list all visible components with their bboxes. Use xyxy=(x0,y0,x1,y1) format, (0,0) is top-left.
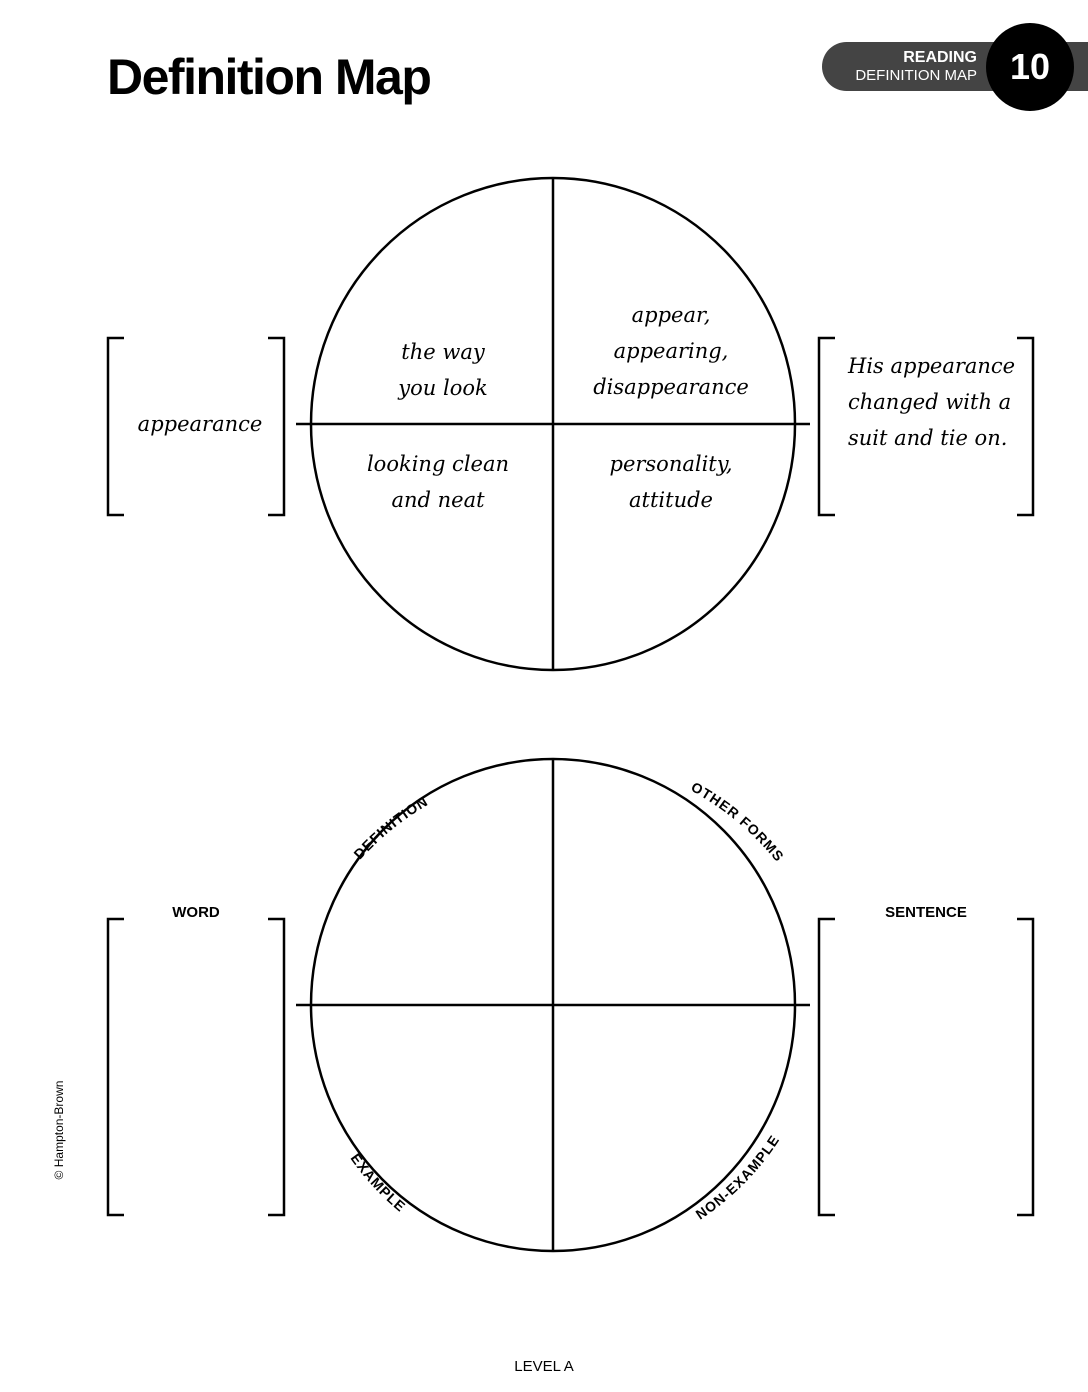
example-word: appearance xyxy=(137,412,263,436)
example-sentence: His appearance changed with a suit and t… xyxy=(848,354,1016,450)
example-map-lines xyxy=(106,176,1035,672)
badge-section-label: READING xyxy=(903,49,977,66)
example-non-example: personality, attitude xyxy=(609,452,733,512)
sentence-bracket-left xyxy=(817,917,835,1217)
word-bracket-right xyxy=(268,917,286,1217)
example-word-bracket-right xyxy=(268,336,286,517)
page-title: Definition Map xyxy=(107,49,432,105)
example-word-bracket-left xyxy=(106,336,124,517)
example-sentence-bracket-left xyxy=(817,336,835,517)
sentence-label: SENTENCE xyxy=(885,904,967,921)
other-forms-label: OTHER FORMS xyxy=(689,779,788,865)
badge-number: 10 xyxy=(986,23,1074,111)
copyright-credit: © Hampton-Brown xyxy=(52,1080,66,1180)
level-footer: LEVEL A xyxy=(514,1358,574,1375)
word-bracket-left xyxy=(106,917,124,1217)
badge-subsection-label: DEFINITION MAP xyxy=(855,67,977,84)
example-sentence-bracket-right xyxy=(1017,336,1035,517)
example-definition: the way you look xyxy=(398,340,488,400)
example-other-forms: appear, appearing, disappearance xyxy=(593,303,749,399)
definition-label: DEFINITION xyxy=(350,793,430,862)
example-example: looking clean and neat xyxy=(366,452,510,512)
example-label: EXAMPLE xyxy=(348,1150,410,1215)
blank-map-lines xyxy=(106,757,1035,1253)
non-example-label: NON-EXAMPLE xyxy=(693,1132,783,1223)
word-label: WORD xyxy=(172,904,220,921)
sentence-bracket-right xyxy=(1017,917,1035,1217)
